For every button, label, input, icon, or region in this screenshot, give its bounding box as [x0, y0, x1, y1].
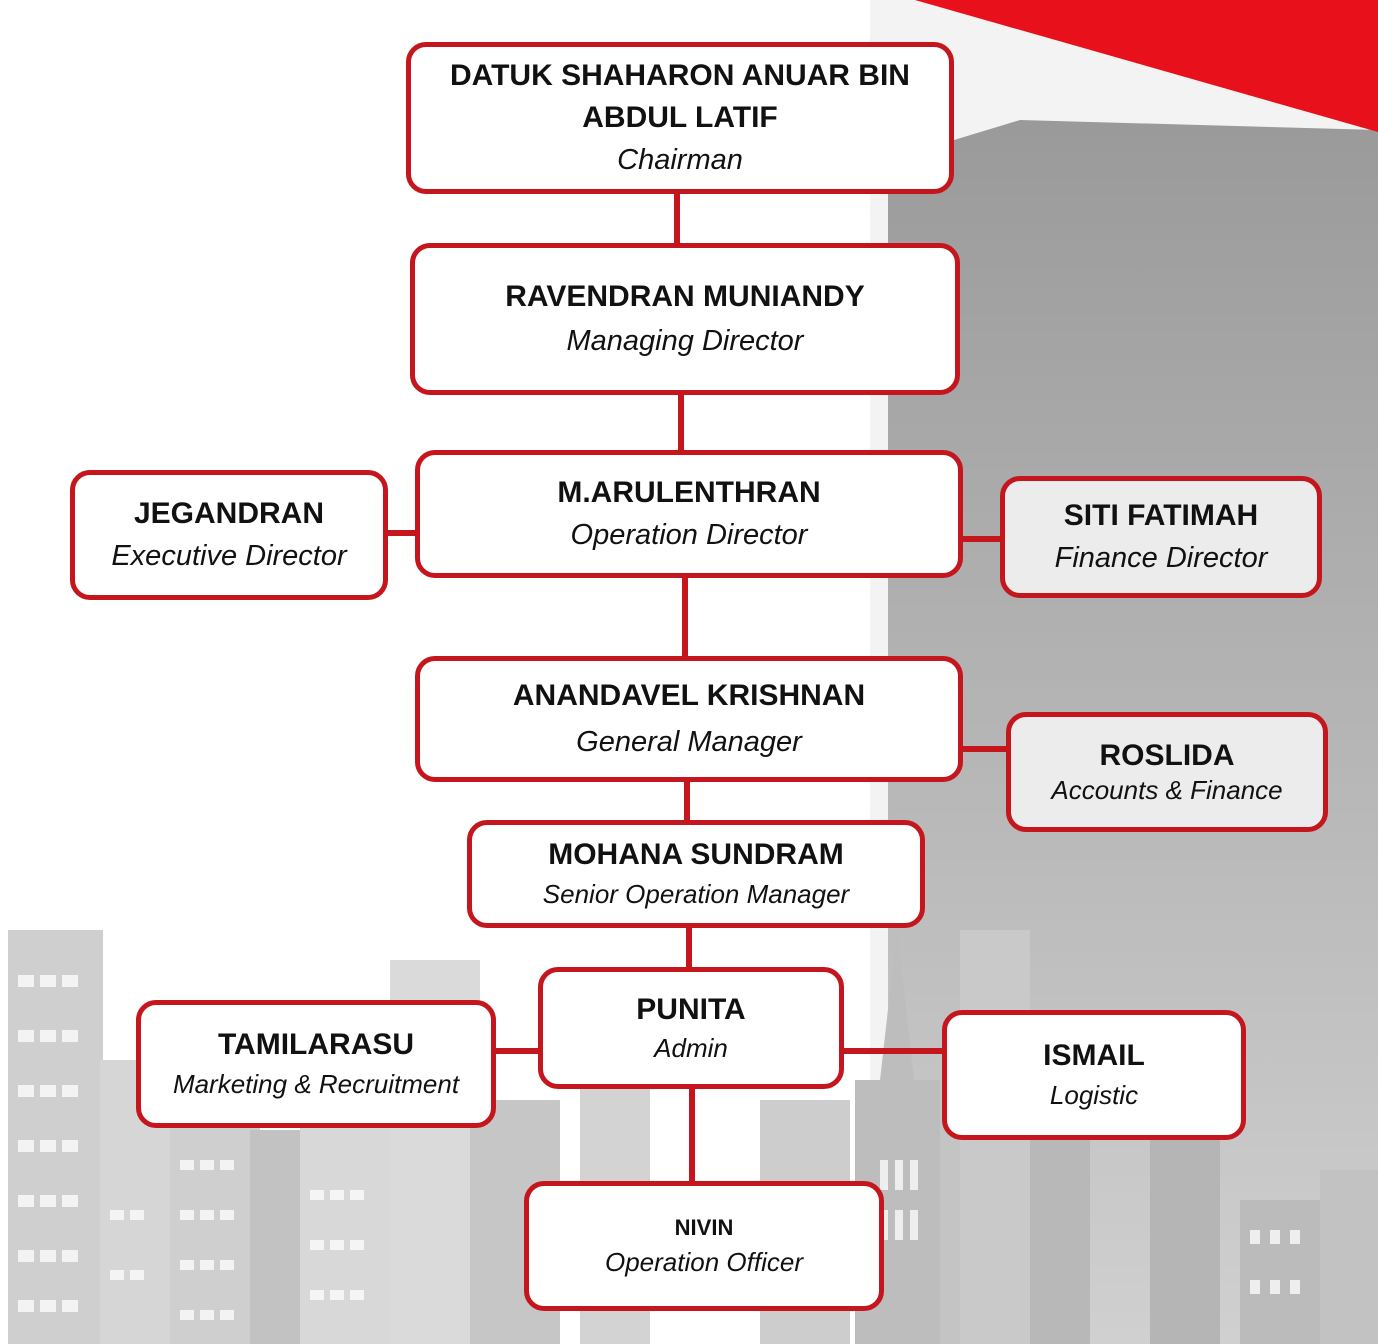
node-name: ROSLIDA [1099, 739, 1235, 772]
node-name: DATUK SHAHARON ANUAR BIN ABDUL LATIF [450, 59, 910, 134]
node-marketing-recruitment: TAMILARASU Marketing & Recruitment [136, 1000, 496, 1128]
red-banner [915, 0, 1378, 132]
node-title: Managing Director [566, 325, 804, 357]
node-name: NIVIN [674, 1215, 734, 1240]
node-name: ANANDAVEL KRISHNAN [512, 679, 866, 712]
connector-admin-marketing [492, 1048, 544, 1054]
connector-admin-logistic [840, 1048, 946, 1054]
node-title: Marketing & Recruitment [172, 1069, 460, 1099]
connector-som-admin [686, 924, 692, 972]
node-logistic: ISMAIL Logistic [942, 1010, 1246, 1140]
node-accounts-finance: ROSLIDA Accounts & Finance [1006, 712, 1328, 832]
connector-od-executive [384, 530, 420, 536]
connector-md-od [678, 392, 684, 454]
node-operation-director: M.ARULENTHRAN Operation Director [415, 450, 963, 578]
node-chairman: DATUK SHAHARON ANUAR BIN ABDUL LATIF Cha… [406, 42, 954, 194]
node-senior-operation-manager: MOHANA SUNDRAM Senior Operation Manager [467, 820, 925, 928]
node-name: JEGANDRAN [133, 497, 325, 530]
node-operation-officer: NIVIN Operation Officer [524, 1181, 884, 1311]
node-title: Chairman [617, 144, 743, 176]
node-executive-director: JEGANDRAN Executive Director [70, 470, 388, 600]
node-title: Logistic [1049, 1080, 1139, 1110]
node-name: TAMILARASU [217, 1028, 415, 1061]
connector-admin-officer [689, 1086, 695, 1186]
node-name: SITI FATIMAH [1063, 499, 1259, 532]
node-title: Finance Director [1054, 542, 1268, 574]
connector-od-gm [682, 576, 688, 660]
connector-chairman-md [674, 192, 680, 248]
node-managing-director: RAVENDRAN MUNIANDY Managing Director [410, 243, 960, 395]
node-name: RAVENDRAN MUNIANDY [505, 280, 865, 313]
node-title: Operation Officer [605, 1247, 803, 1277]
node-title: General Manager [576, 726, 802, 758]
node-admin: PUNITA Admin [538, 967, 844, 1089]
node-title: Admin [654, 1033, 728, 1063]
connector-gm-accounts [960, 746, 1010, 752]
node-title: Operation Director [570, 519, 808, 551]
node-general-manager: ANANDAVEL KRISHNAN General Manager [415, 656, 963, 782]
connector-od-finance [958, 536, 1004, 542]
node-title: Accounts & Finance [1051, 775, 1283, 805]
skyline-windows [18, 975, 1300, 1320]
node-finance-director: SITI FATIMAH Finance Director [1000, 476, 1322, 598]
node-name: MOHANA SUNDRAM [548, 838, 844, 871]
connector-gm-som [684, 780, 690, 826]
node-name: ISMAIL [1043, 1039, 1145, 1072]
node-name: M.ARULENTHRAN [557, 476, 821, 509]
node-title: Executive Director [111, 540, 347, 572]
node-title: Senior Operation Manager [542, 879, 850, 909]
node-name: PUNITA [636, 993, 746, 1026]
